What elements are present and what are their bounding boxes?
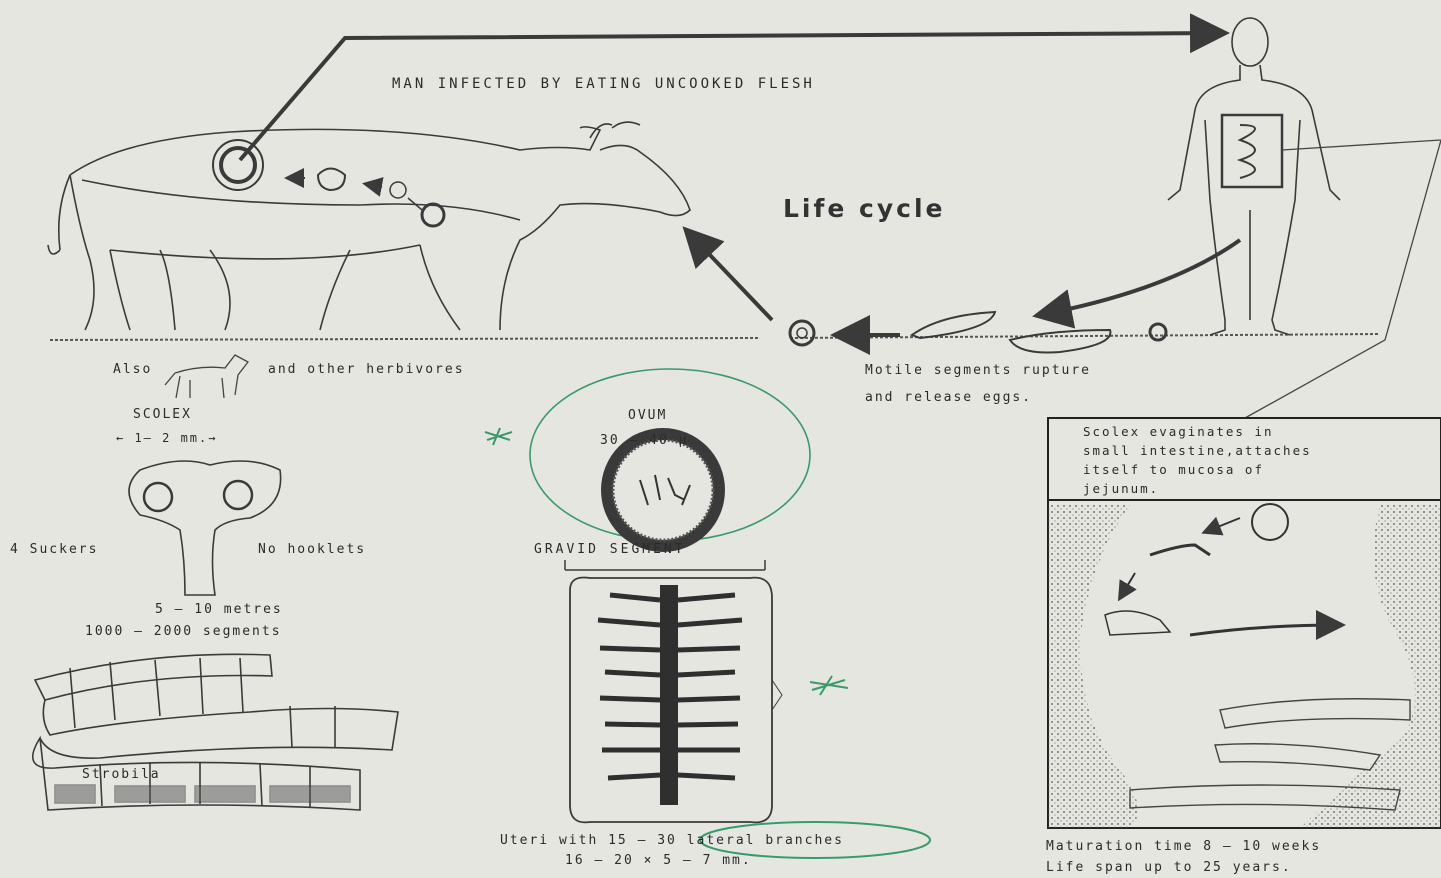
ingestion-arrow [688,232,772,320]
scolex-suckers: 4 Suckers [10,542,98,557]
infection-arrow [240,33,1222,160]
panel-line4: jejunum. [1083,479,1312,498]
gravid-segment-drawing [565,560,782,822]
panel-line2: small intestine,attaches [1083,441,1312,460]
strobila-length: 5 – 10 metres [155,602,283,617]
page-title: Life cycle [783,194,946,223]
scolex-drawing [129,461,281,595]
gravid-title: GRAVID SEGMENT [534,542,686,557]
panel-line3: itself to mucosa of [1083,460,1312,479]
life-span: Life span up to 25 years. [1046,860,1292,875]
gravid-uteri: Uteri with 15 – 30 lateral branches [500,833,844,848]
scolex-title: SCOLEX [133,407,192,422]
ovum-title: OVUM [628,408,667,423]
panel-line1: Scolex evaginates in [1083,422,1312,441]
horse-sketch [165,355,248,398]
scolex-size: ← 1– 2 mm.→ [116,431,217,445]
man-figure [1168,18,1340,335]
ground-segments [790,312,1166,353]
grass-line [50,334,1380,340]
release-arrow [1040,240,1240,315]
panel-caption: Scolex evaginates in small intestine,att… [1083,422,1312,498]
motile-line1: Motile segments rupture [865,363,1091,378]
motile-line2: and release eggs. [865,390,1032,405]
strobila-segments: 1000 – 2000 segments [85,624,282,639]
cow-drawing [48,122,690,330]
gravid-size: 16 – 20 × 5 – 7 mm. [565,853,752,868]
cyst-stages [213,140,444,226]
headline: MAN INFECTED BY EATING UNCOOKED FLESH [392,76,815,92]
maturation-time: Maturation time 8 – 10 weeks [1046,839,1321,854]
strobila-drawing [33,654,398,810]
ovum-drawing [530,369,810,552]
strobila-label: Strobila [82,767,161,782]
pointer-line [1245,140,1441,418]
scolex-hooklets: No hooklets [258,542,366,557]
ovum-size: 30 – 40 μ [600,433,688,448]
also-suffix: and other herbivores [268,362,465,377]
also-prefix: Also [113,362,152,377]
